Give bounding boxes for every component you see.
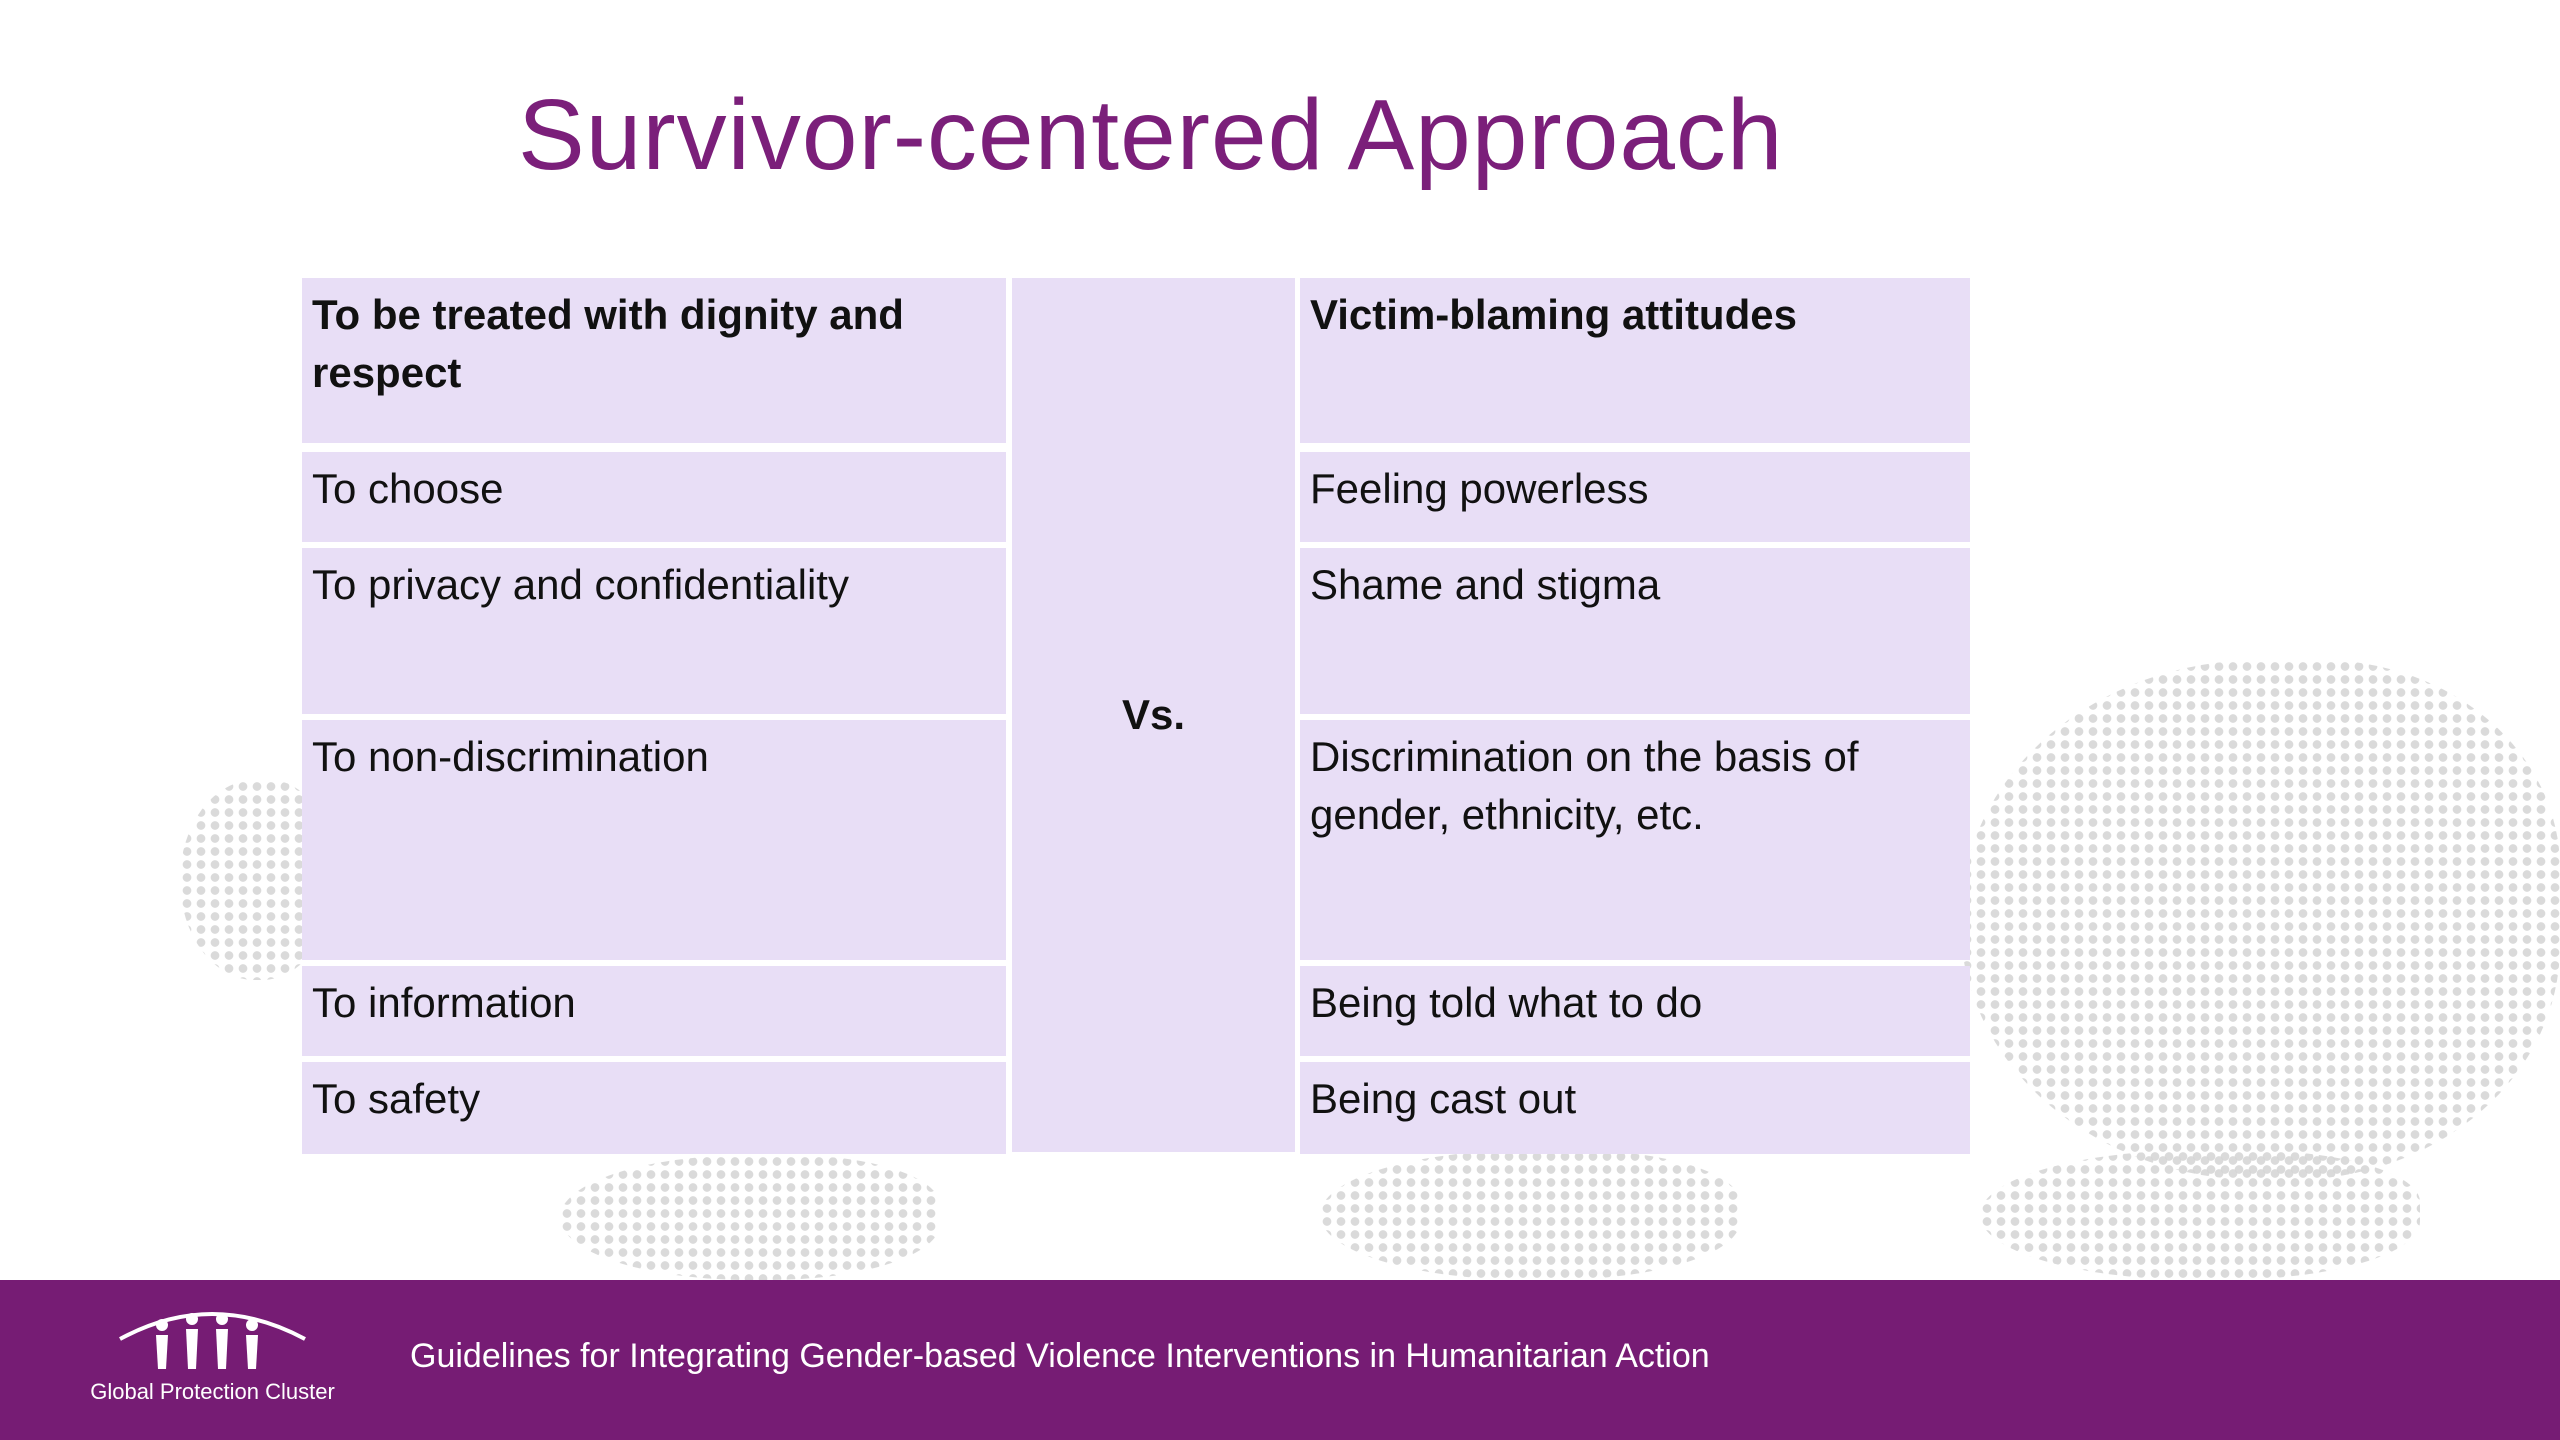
left-cell: To privacy and confidentiality: [302, 548, 1006, 714]
right-cell: Feeling powerless: [1300, 452, 1970, 542]
left-cell-text: To non-discrimination: [312, 733, 709, 780]
left-cell-text: To privacy and confidentiality: [312, 561, 849, 608]
left-cell-text: To safety: [312, 1075, 481, 1122]
world-map-europe-dots: [1960, 660, 2560, 1180]
right-header-text: Victim-blaming attitudes: [1310, 291, 1797, 338]
people-arc-icon: [119, 1312, 306, 1369]
left-header-cell: To be treated with dignity and respect: [302, 278, 1006, 443]
left-cell: To non-discrimination: [302, 720, 1006, 960]
right-cell: Being cast out: [1300, 1062, 1970, 1154]
right-cell: Discrimination on the basis of gender, e…: [1300, 720, 1970, 960]
slide-title: Survivor-centered Approach: [518, 79, 1784, 191]
versus-column: Vs.: [1012, 278, 1295, 1152]
right-cell-text: Being cast out: [1310, 1075, 1577, 1122]
left-cell: To information: [302, 966, 1006, 1056]
left-cell: To choose: [302, 452, 1006, 542]
right-cell-text: Shame and stigma: [1310, 561, 1661, 608]
right-cell-text: Discrimination on the basis of gender, e…: [1310, 733, 1859, 838]
left-cell-text: To information: [312, 979, 576, 1026]
left-cell: To safety: [302, 1062, 1006, 1154]
right-cell-text: Being told what to do: [1310, 979, 1703, 1026]
versus-label: Vs.: [1121, 691, 1186, 738]
world-map-south-dots: [560, 1155, 940, 1280]
left-cell-text: To choose: [312, 465, 504, 512]
right-header-cell: Victim-blaming attitudes: [1300, 278, 1970, 443]
right-cell: Being told what to do: [1300, 966, 1970, 1056]
footer-text: Guidelines for Integrating Gender-based …: [410, 1337, 1710, 1375]
left-header-text: To be treated with dignity and respect: [312, 291, 904, 396]
right-cell-text: Feeling powerless: [1310, 465, 1649, 512]
world-map-africa-dots: [1320, 1150, 1740, 1280]
global-protection-cluster-logo: Global Protection Cluster: [80, 1297, 345, 1422]
world-map-asia-dots: [1980, 1150, 2420, 1280]
footer-bar: [0, 1280, 2560, 1440]
right-cell: Shame and stigma: [1300, 548, 1970, 714]
logo-name: Global Protection Cluster: [90, 1379, 335, 1404]
